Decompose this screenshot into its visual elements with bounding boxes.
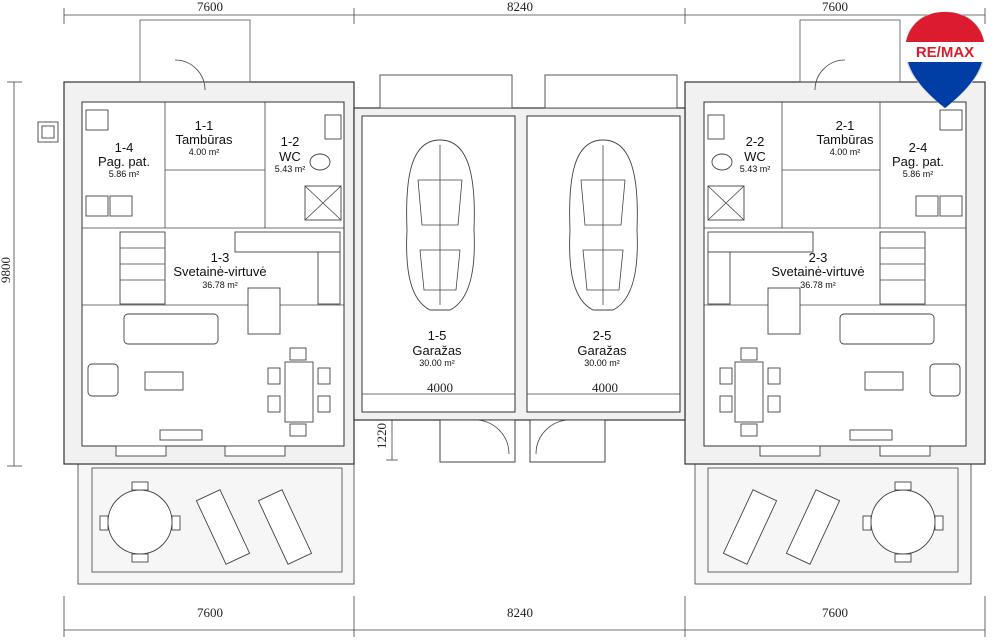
room-number: 1-4 xyxy=(115,140,134,155)
entry-door-left xyxy=(174,59,206,91)
room-2-4: 2-4 Pag. pat. 5.86 m² xyxy=(892,140,944,179)
dim-top-left: 7600 xyxy=(197,0,223,14)
room-area: 36.78 m² xyxy=(202,280,238,290)
car-right xyxy=(569,139,638,311)
balloon-blue-band xyxy=(908,62,982,108)
room-area: 4.00 m² xyxy=(189,147,220,157)
room-area: 5.43 m² xyxy=(740,164,771,174)
room-number: 1-5 xyxy=(428,328,447,343)
room-number: 2-2 xyxy=(746,134,765,149)
room-name: WC xyxy=(744,149,766,164)
room-number: 1-1 xyxy=(195,118,214,133)
unit-2-furniture xyxy=(707,109,963,457)
dim-bottom-left: 7600 xyxy=(197,605,223,620)
logo-text: RE/MAX xyxy=(916,44,974,61)
dim-top-middle: 8240 xyxy=(507,0,533,14)
dim-bottom-middle: 8240 xyxy=(507,605,533,620)
dim-height: 9800 xyxy=(0,257,13,283)
room-name: Pag. pat. xyxy=(892,154,944,169)
room-1-3: 1-3 Svetainė-virtuvė 36.78 m² xyxy=(173,250,266,290)
entry-canopy-right xyxy=(799,19,901,83)
remax-logo: RE/MAX xyxy=(904,11,986,109)
room-number: 2-3 xyxy=(809,250,828,265)
room-number: 1-3 xyxy=(211,250,230,265)
dim-bottom-right: 7600 xyxy=(822,605,848,620)
terrace-furniture-right xyxy=(722,481,944,565)
room-2-2: 2-2 WC 5.43 m² xyxy=(740,134,771,174)
room-name: Garažas xyxy=(577,343,627,358)
room-2-5: 2-5 Garažas 30.00 m² xyxy=(577,328,627,368)
room-area: 30.00 m² xyxy=(584,358,620,368)
room-number: 2-1 xyxy=(836,118,855,133)
dimension-top: 7600 8240 7600 xyxy=(63,0,986,24)
room-number: 1-2 xyxy=(281,134,300,149)
room-name: Garažas xyxy=(412,343,462,358)
garage-width-right: 4000 xyxy=(592,380,618,395)
room-2-1: 2-1 Tambūras 4.00 m² xyxy=(816,118,874,157)
room-name: Tambūras xyxy=(816,132,874,147)
room-area: 36.78 m² xyxy=(800,280,836,290)
garage-width-left: 4000 xyxy=(427,380,453,395)
room-name: Svetainė-virtuvė xyxy=(173,264,266,279)
entry-canopy-left xyxy=(139,19,251,83)
room-1-2: 1-2 WC 5.43 m² xyxy=(275,134,306,174)
room-area: 5.86 m² xyxy=(903,169,934,179)
room-name: Tambūras xyxy=(175,132,233,147)
room-area: 5.43 m² xyxy=(275,164,306,174)
room-area: 30.00 m² xyxy=(419,358,455,368)
dimension-height: 9800 xyxy=(0,81,22,467)
room-name: WC xyxy=(279,149,301,164)
car-left xyxy=(406,139,475,311)
room-name: Svetainė-virtuvė xyxy=(771,264,864,279)
dim-entry-depth: 1220 xyxy=(374,423,389,449)
room-1-5: 1-5 Garažas 30.00 m² xyxy=(412,328,462,368)
entry-door-right xyxy=(814,59,846,91)
room-number: 2-5 xyxy=(593,328,612,343)
dim-top-right: 7600 xyxy=(822,0,848,14)
terrace-furniture-left xyxy=(99,481,313,565)
room-1-1: 1-1 Tambūras 4.00 m² xyxy=(175,118,233,157)
room-1-4: 1-4 Pag. pat. 5.86 m² xyxy=(98,140,150,179)
dimension-bottom: 7600 8240 7600 xyxy=(63,596,986,637)
room-2-3: 2-3 Svetainė-virtuvė 36.78 m² xyxy=(771,250,864,290)
room-area: 5.86 m² xyxy=(109,169,140,179)
room-name: Pag. pat. xyxy=(98,154,150,169)
unit-1-furniture xyxy=(85,109,342,457)
room-number: 2-4 xyxy=(909,140,928,155)
balloon-red-band xyxy=(906,12,984,42)
room-area: 4.00 m² xyxy=(830,147,861,157)
